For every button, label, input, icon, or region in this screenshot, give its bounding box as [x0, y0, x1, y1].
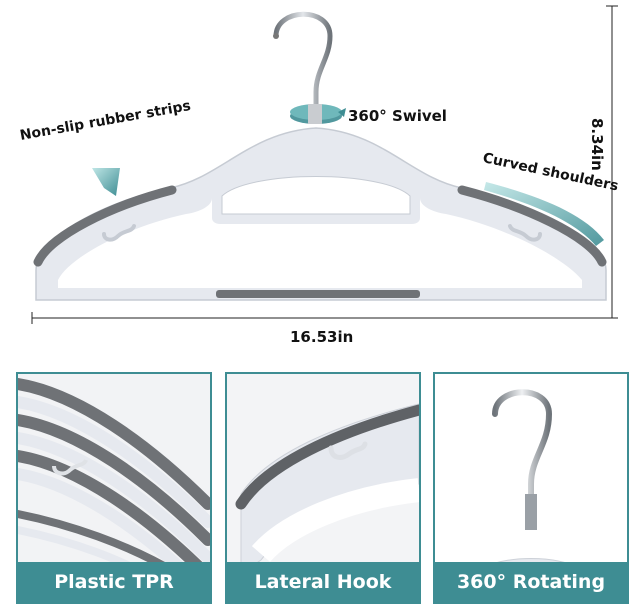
rubber-strip-left [33, 185, 177, 267]
panel-label: Plastic TPR [18, 562, 210, 602]
lateral-hook [328, 441, 368, 460]
panel-label: 360° Rotating [435, 562, 627, 602]
width-dimension-label: 16.53in [290, 328, 354, 346]
curved-arrow [484, 182, 604, 246]
swivel-callout: 360° Swivel [348, 107, 447, 125]
swivel-ring [290, 104, 346, 124]
rubber-strip-right [457, 185, 607, 267]
lateral-hook [52, 459, 88, 476]
lateral-hook-left [102, 224, 136, 242]
height-dimension-label: 8.34in [588, 118, 606, 171]
hanger-illustration [31, 5, 618, 324]
feature-panel-rotating: 360° Rotating [433, 372, 629, 604]
feature-panel-lateral-hook: Lateral Hook [225, 372, 421, 604]
feature-panel-plastic-tpr: Plastic TPR [16, 372, 212, 604]
lateral-hook-right [508, 224, 542, 242]
width-dimension-line [31, 312, 612, 324]
hook [273, 11, 333, 121]
height-dimension-line [606, 5, 618, 319]
rubber-strip-bottom [216, 290, 420, 298]
panel-label: Lateral Hook [227, 562, 419, 602]
nonslip-arrow [92, 168, 120, 196]
